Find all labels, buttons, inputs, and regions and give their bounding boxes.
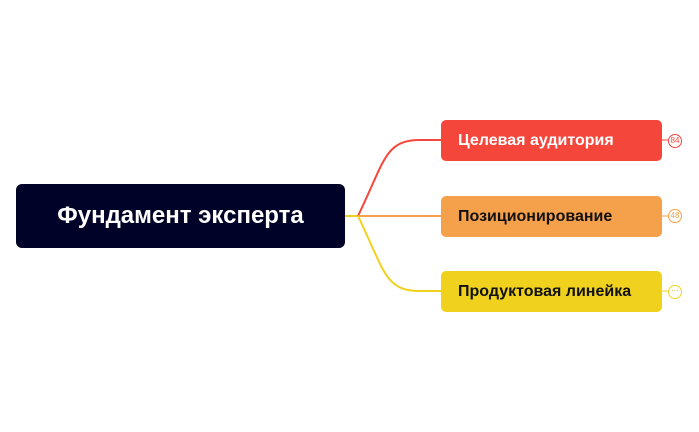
root-topic-label: Фундамент эксперта [57,202,304,229]
topic-positioning[interactable]: Позиционирование [441,196,662,237]
topic-target-audience[interactable]: Целевая аудитория [441,120,662,161]
root-topic[interactable]: Фундамент эксперта [16,184,345,248]
topic-product-line[interactable]: Продуктовая линейка [441,271,662,312]
topic-label: Продуктовая линейка [458,282,632,300]
collapse-count-badge[interactable]: 48 [668,209,682,223]
more-icon[interactable]: ··· [668,285,682,299]
topic-label: Позиционирование [458,207,613,225]
topic-label: Целевая аудитория [458,131,614,149]
collapse-count-badge[interactable]: 84 [668,134,682,148]
